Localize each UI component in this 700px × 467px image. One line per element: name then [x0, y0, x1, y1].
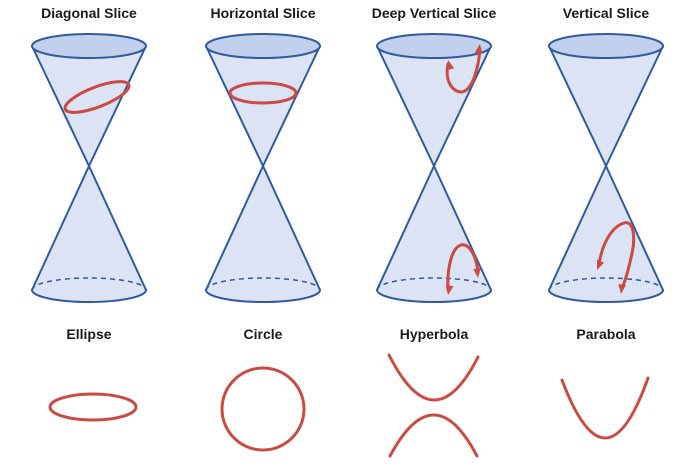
arrowhead	[618, 284, 626, 294]
double-cone-vertical	[548, 33, 664, 303]
base-front-edge	[31, 289, 147, 303]
base-back-edge-dashed	[31, 277, 147, 291]
double-cone-horizontal	[205, 33, 321, 303]
arrowhead	[474, 44, 483, 55]
base-back-edge-dashed	[548, 277, 664, 291]
result-label-parabola: Parabola	[576, 326, 636, 342]
cone-top-opening	[376, 33, 492, 59]
slice-title-diagonal: Diagonal Slice	[41, 5, 137, 21]
result-shape-circle	[220, 366, 306, 452]
result-shape-parabola	[560, 376, 650, 440]
base-front-edge	[205, 289, 321, 303]
result-shape-ellipse	[48, 392, 138, 422]
result-label-hyperbola: Hyperbola	[399, 326, 469, 342]
cone-top-opening	[205, 33, 321, 59]
slice-curve-horizontal	[228, 81, 298, 105]
base-back-edge-dashed	[376, 277, 492, 291]
slice-curve-diagonal	[63, 80, 131, 114]
arrowhead	[473, 268, 481, 278]
slice-title-horizontal: Horizontal Slice	[210, 5, 316, 21]
arrowhead	[446, 60, 455, 71]
slice-curve-vertical	[597, 221, 636, 294]
cone-top-opening	[31, 33, 147, 59]
base-front-edge	[376, 289, 492, 303]
slice-curve-deep_vertical	[445, 44, 483, 295]
slice-title-deep-vertical: Deep Vertical Slice	[371, 5, 497, 21]
base-back-edge-dashed	[205, 277, 321, 291]
slice-title-vertical: Vertical Slice	[562, 5, 650, 21]
arrowhead	[597, 259, 605, 270]
double-cone-deep_vertical	[376, 33, 492, 303]
base-front-edge	[548, 289, 664, 303]
result-label-ellipse: Ellipse	[66, 326, 112, 342]
result-shape-hyperbola	[387, 353, 480, 458]
double-cone-diagonal	[31, 33, 147, 303]
cone-top-opening	[548, 33, 664, 59]
result-label-circle: Circle	[243, 326, 283, 342]
arrowhead	[445, 284, 454, 295]
